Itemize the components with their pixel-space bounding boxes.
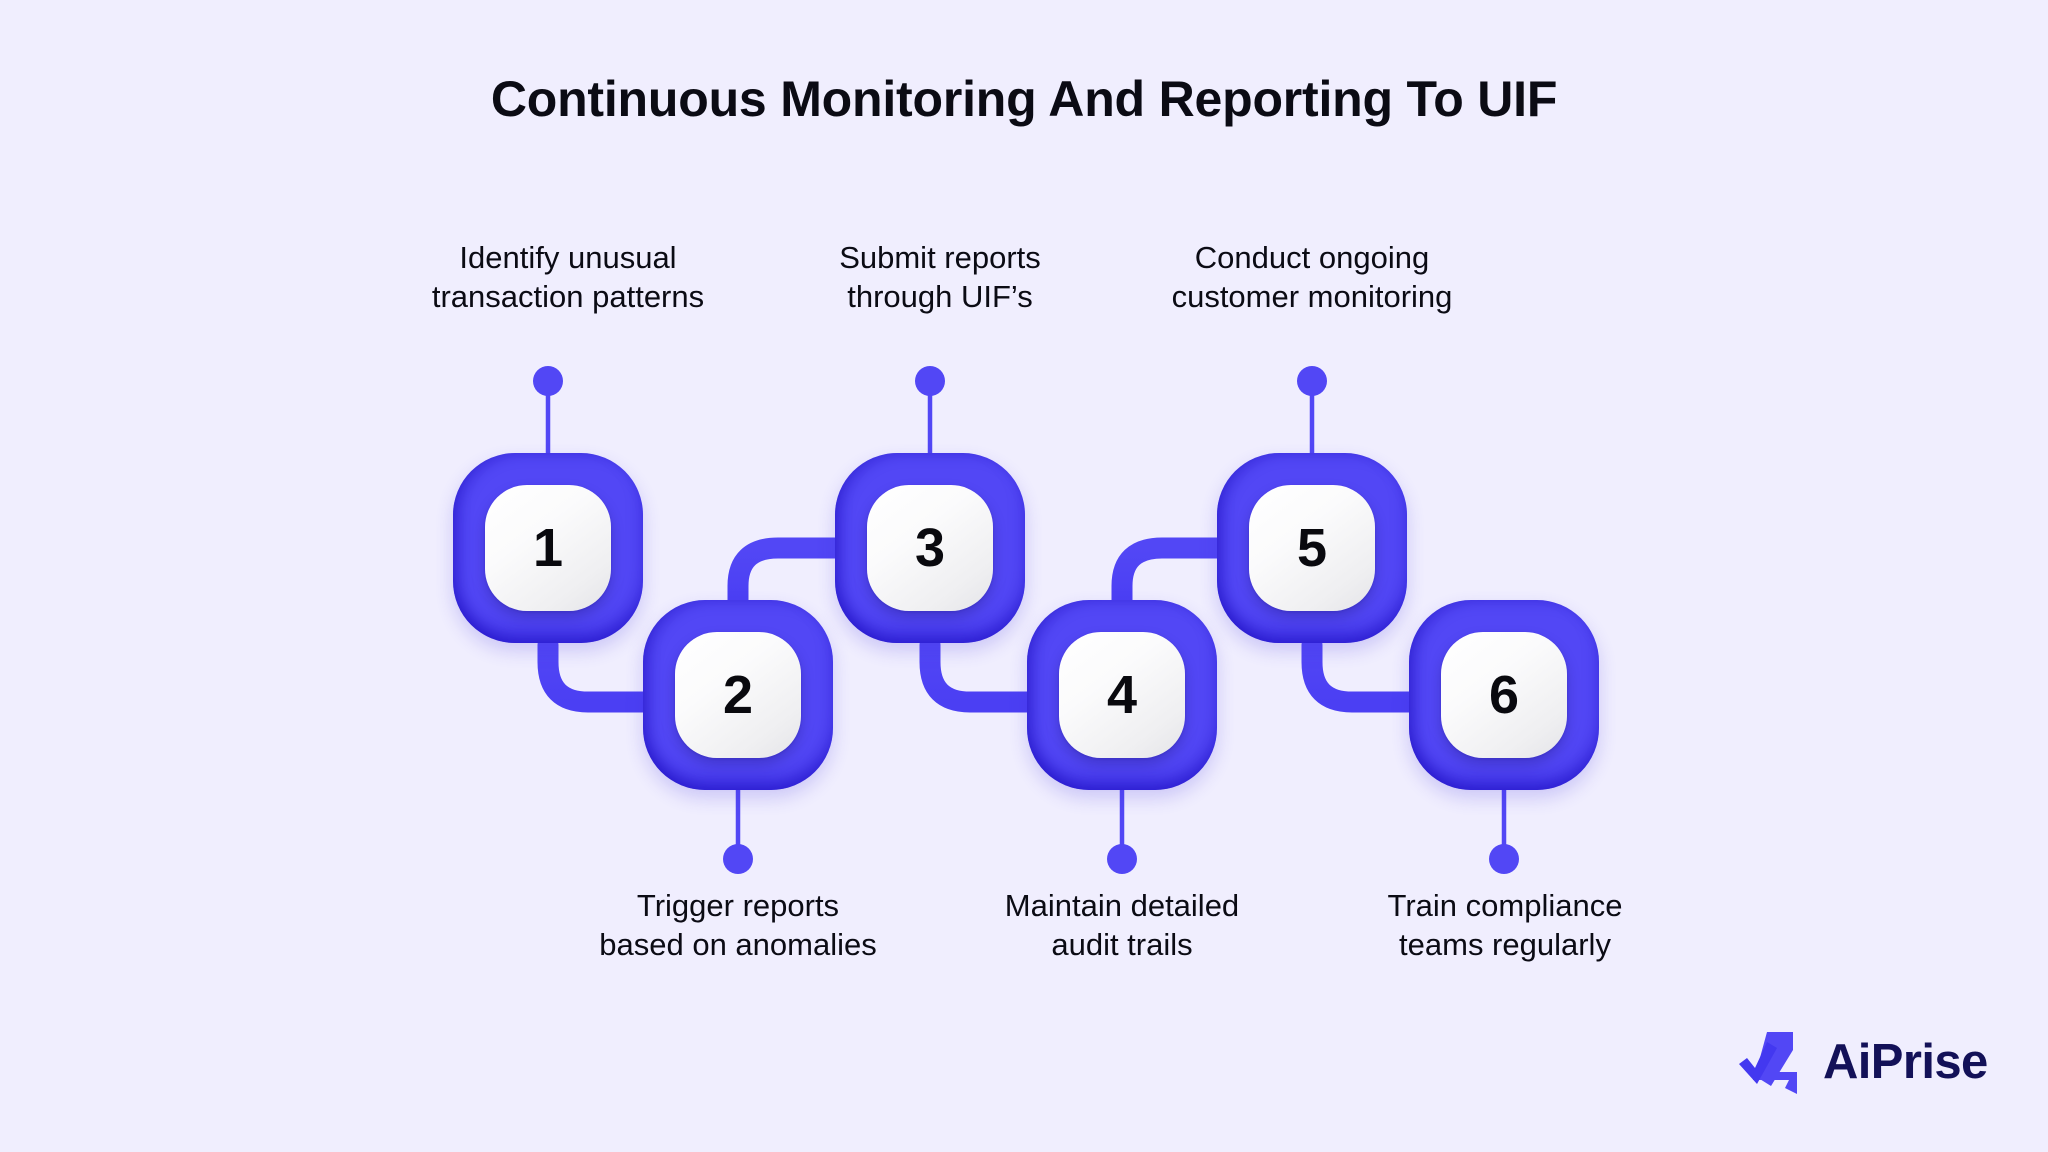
step-node-1[interactable]: 1 [453,453,643,643]
step-node-2[interactable]: 2 [643,600,833,790]
dot-step-2 [723,844,753,874]
step-node-3[interactable]: 3 [835,453,1025,643]
page-title: Continuous Monitoring And Reporting To U… [490,71,1558,127]
dot-step-6 [1489,844,1519,874]
step-number-5: 5 [1296,518,1328,578]
brand-wordmark: AiPrise [1823,1034,1988,1089]
step-number-4: 4 [1106,665,1138,725]
step-caption-5: Conduct ongoing customer monitoring [1171,240,1453,315]
step-number-3: 3 [914,518,946,578]
step-number-1: 1 [532,518,564,578]
connector-2-to-3 [727,537,847,611]
dot-step-3 [915,366,945,396]
connector-5-to-6 [1301,634,1421,713]
step-node-5[interactable]: 5 [1217,453,1407,643]
step-caption-1: Identify unusual transaction patterns [431,240,705,315]
step-node-4[interactable]: 4 [1027,600,1217,790]
step-node-4-tile: 4 [1059,632,1185,758]
connector-4-to-5 [1111,537,1230,611]
brand-logo[interactable]: AiPrise [1735,1028,1988,1096]
step-node-3-tile: 3 [867,485,993,611]
connector-1-to-2 [537,634,656,713]
step-number-2: 2 [722,665,754,725]
step-node-5-tile: 5 [1249,485,1375,611]
step-caption-2: Trigger reports based on anomalies [599,888,877,963]
connector-3-to-4 [919,634,1039,713]
step-node-1-tile: 1 [485,485,611,611]
step-caption-6: Train compliance teams regularly [1387,888,1623,963]
step-node-6-tile: 6 [1441,632,1567,758]
aiprise-logo-icon [1739,1032,1797,1094]
step-caption-3: Submit reports through UIF’s [839,240,1041,315]
dot-step-5 [1297,366,1327,396]
step-caption-4: Maintain detailed audit trails [1004,888,1240,963]
step-node-6[interactable]: 6 [1409,600,1599,790]
dot-step-4 [1107,844,1137,874]
step-node-2-tile: 2 [675,632,801,758]
step-number-6: 6 [1488,665,1520,725]
dot-step-1 [533,366,563,396]
